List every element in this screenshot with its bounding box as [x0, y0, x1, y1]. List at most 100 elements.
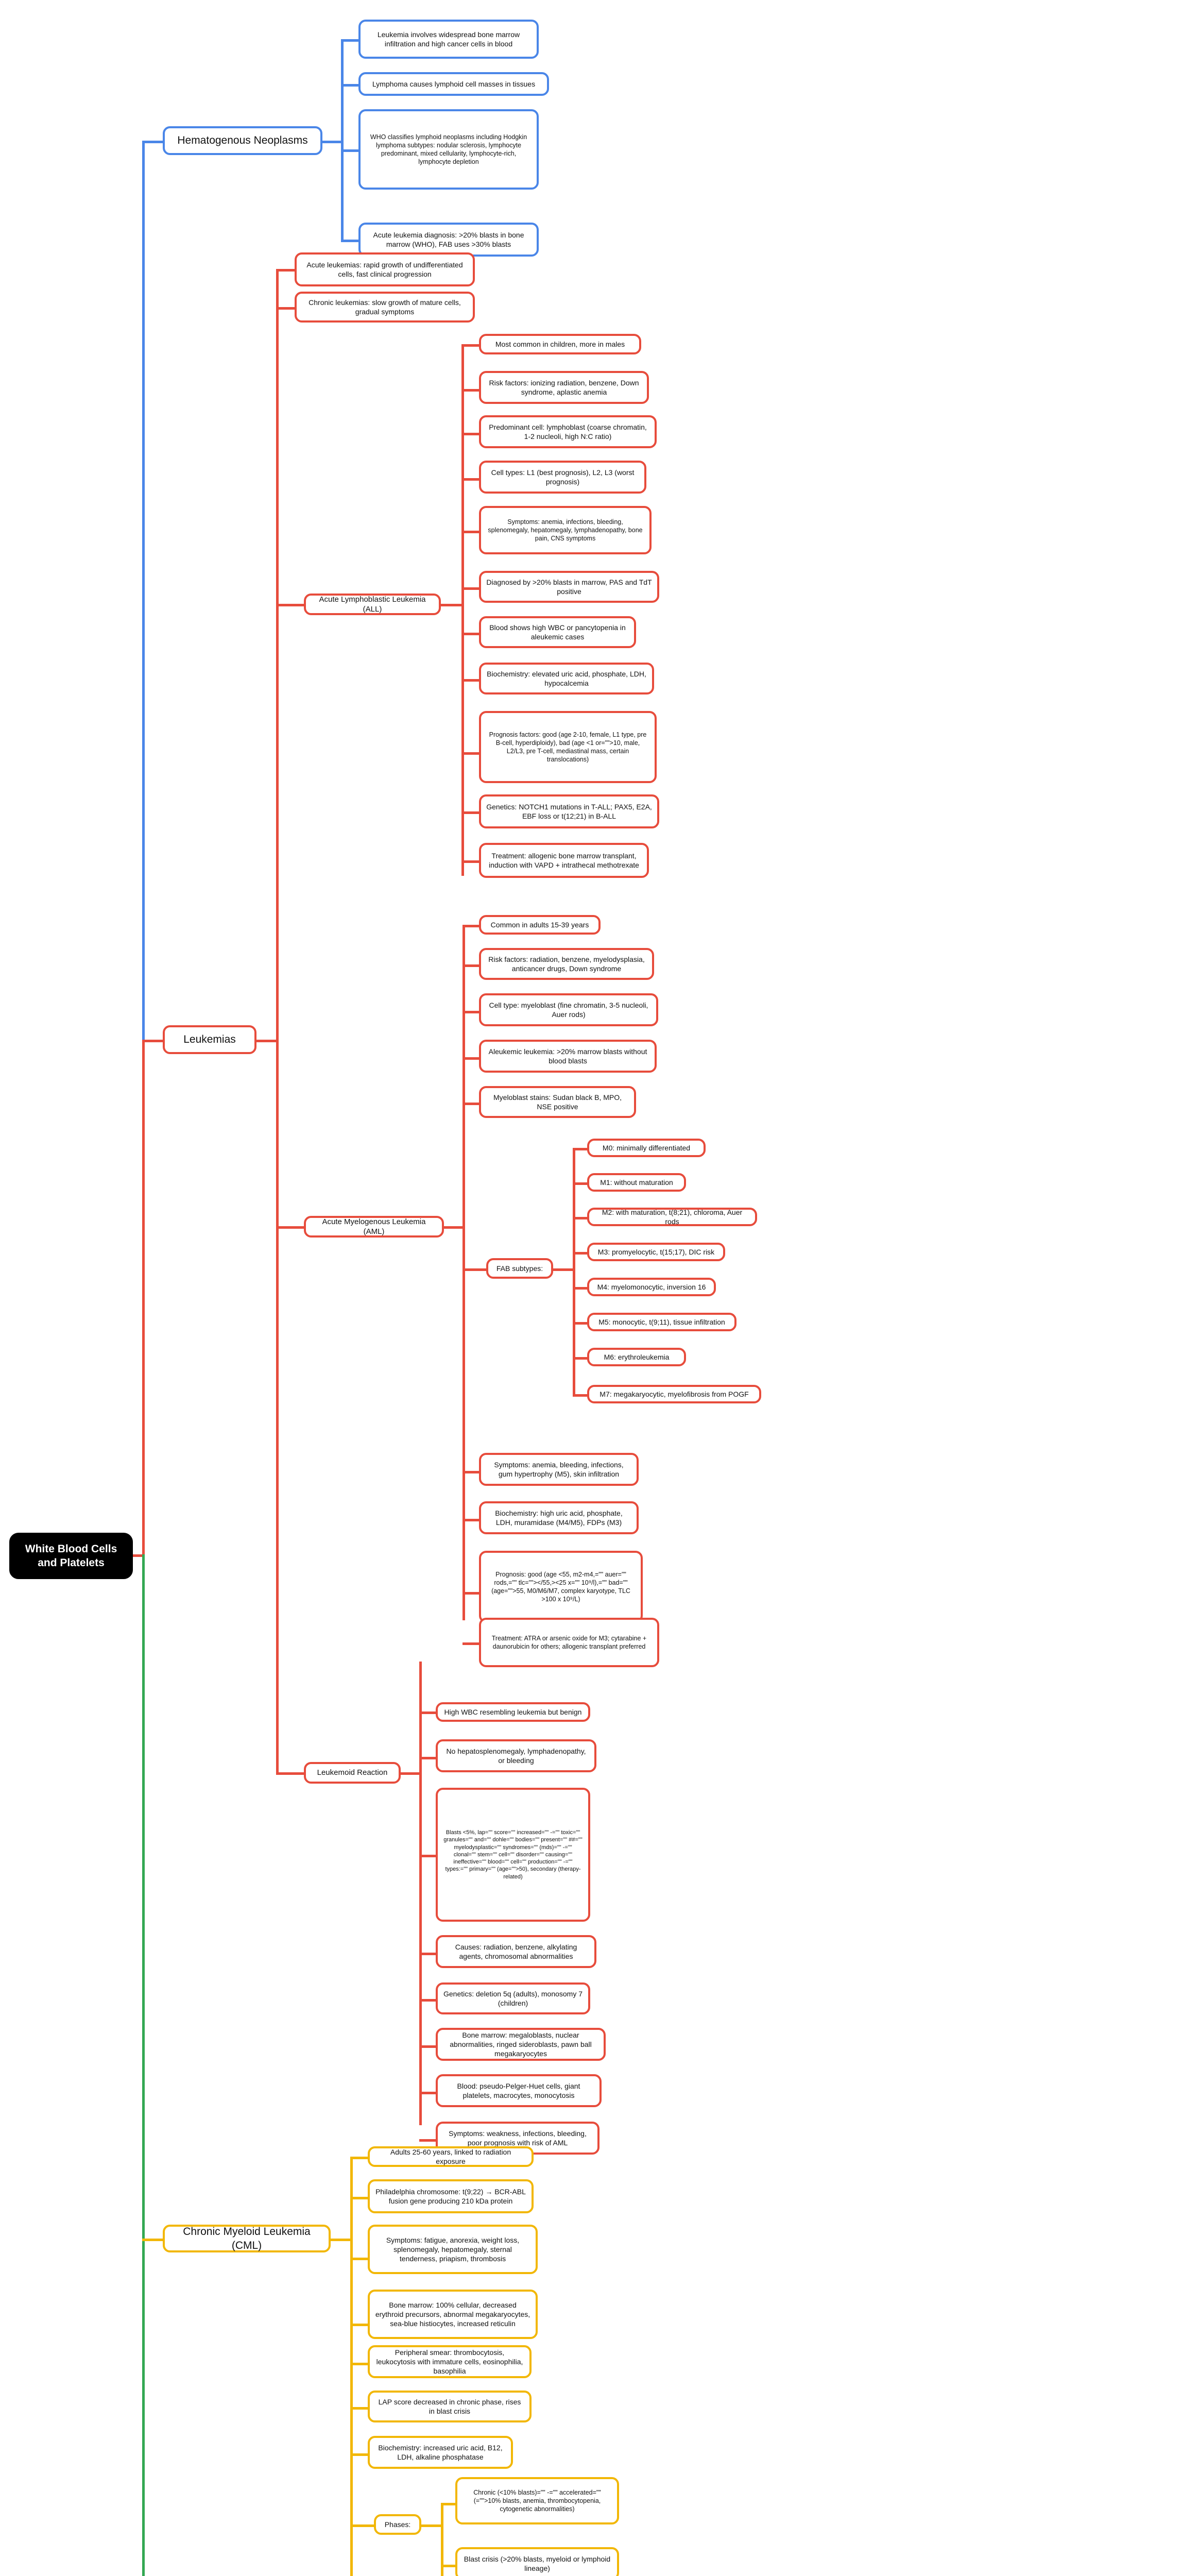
leaf-leukemoid-1[interactable]: No hepatosplenomegaly, lymphadenopathy, … [436, 1739, 596, 1772]
leaf-cml-0[interactable]: Adults 25-60 years, linked to radiation … [368, 2146, 534, 2167]
leaf-blue-0[interactable]: Leukemia involves widespread bone marrow… [358, 20, 539, 59]
leaf-leukemoid-6[interactable]: Blood: pseudo-Pelger-Huet cells, giant p… [436, 2074, 602, 2107]
leaf-cml-4[interactable]: Peripheral smear: thrombocytosis, leukoc… [368, 2345, 532, 2378]
connector-leukemoid-column [419, 1662, 422, 2125]
connector-fab-0 [573, 1148, 589, 1150]
connector-phase-1 [441, 2565, 457, 2567]
connector-cml-2 [350, 2258, 370, 2260]
leaf-aml-6[interactable]: Symptoms: anemia, bleeding, infections, … [479, 1453, 639, 1486]
leaf-aml-4[interactable]: Myeloblast stains: Sudan black B, MPO, N… [479, 1086, 636, 1118]
leaf-cml-3[interactable]: Bone marrow: 100% cellular, decreased er… [368, 2290, 538, 2339]
connector-phases-out [421, 2524, 443, 2527]
leaf-red-1[interactable]: Chronic leukemias: slow growth of mature… [295, 292, 475, 323]
leaf-fab-5[interactable]: M5: monocytic, t(9;11), tissue infiltrat… [587, 1313, 736, 1331]
subgroup-aml[interactable]: Acute Myelogenous Leukemia (AML) [304, 1216, 444, 1238]
connector-all-child-6 [461, 633, 481, 635]
leaf-phase-0[interactable]: Chronic (<10% blasts)="" -="" accelerate… [455, 2477, 619, 2524]
connector-leukemoid-1 [419, 1757, 438, 1759]
connector-leukemoid-7 [419, 2139, 438, 2142]
branch-leukemias[interactable]: Leukemias [163, 1025, 256, 1054]
leaf-all-6[interactable]: Blood shows high WBC or pancytopenia in … [479, 616, 636, 648]
subgroup-leukemoid-reaction[interactable]: Leukemoid Reaction [304, 1762, 401, 1784]
leaf-cml-5[interactable]: LAP score decreased in chronic phase, ri… [368, 2391, 532, 2422]
connector-cml-0 [350, 2157, 370, 2159]
leaf-fab-6[interactable]: M6: erythroleukemia [587, 1348, 686, 1366]
leaf-fab-7[interactable]: M7: megakaryocytic, myelofibrosis from P… [587, 1385, 761, 1403]
leaf-blue-1[interactable]: Lymphoma causes lymphoid cell masses in … [358, 72, 549, 96]
leaf-fab-0[interactable]: M0: minimally differentiated [587, 1139, 706, 1157]
leaf-all-10[interactable]: Treatment: allogenic bone marrow transpl… [479, 843, 649, 878]
connector-blue-child-1 [341, 84, 361, 87]
leaf-all-2[interactable]: Predominant cell: lymphoblast (coarse ch… [479, 415, 657, 448]
leaf-aml-1[interactable]: Risk factors: radiation, benzene, myelod… [479, 948, 654, 980]
connector-red-child-0 [276, 269, 297, 272]
leaf-fab-4[interactable]: M4: myelomonocytic, inversion 16 [587, 1278, 716, 1296]
leaf-all-4[interactable]: Symptoms: anemia, infections, bleeding, … [479, 506, 652, 554]
leaf-aml-0[interactable]: Common in adults 15-39 years [479, 915, 601, 935]
connector-all-child-2 [461, 433, 481, 435]
leaf-fab-3[interactable]: M3: promyelocytic, t(15;17), DIC risk [587, 1243, 725, 1261]
leaf-fab-1[interactable]: M1: without maturation [587, 1173, 686, 1192]
leaf-all-1[interactable]: Risk factors: ionizing radiation, benzen… [479, 371, 649, 404]
leaf-all-8[interactable]: Prognosis factors: good (age 2-10, femal… [479, 711, 657, 783]
leaf-cml-6[interactable]: Biochemistry: increased uric acid, B12, … [368, 2436, 513, 2469]
connector-aml-child-9 [462, 1642, 481, 1645]
leaf-aml-2[interactable]: Cell type: myeloblast (fine chromatin, 3… [479, 993, 658, 1026]
leaf-all-0[interactable]: Most common in children, more in males [479, 334, 641, 354]
connector-cml-7 [350, 2524, 377, 2527]
leaf-leukemoid-0[interactable]: High WBC resembling leukemia but benign [436, 1702, 590, 1722]
leaf-cml-2[interactable]: Symptoms: fatigue, anorexia, weight loss… [368, 2225, 538, 2274]
connector-spine-blue [142, 142, 145, 1556]
node-fab-subtypes[interactable]: FAB subtypes: [486, 1258, 553, 1279]
connector-all-out [441, 604, 464, 606]
leaf-phase-1[interactable]: Blast crisis (>20% blasts, myeloid or ly… [455, 2547, 619, 2576]
connector-leukemias-column-2 [276, 1043, 279, 1775]
connector-cml-3 [350, 2324, 370, 2326]
leaf-aml-8[interactable]: Prognosis: good (age <55, m2-m4,="" auer… [479, 1551, 643, 1623]
leaf-blue-3[interactable]: Acute leukemia diagnosis: >20% blasts in… [358, 223, 539, 257]
connector-leukemoid-5 [419, 2045, 438, 2048]
leaf-leukemoid-7[interactable]: Symptoms: weakness, infections, bleeding… [436, 2122, 599, 2155]
leaf-aml-9[interactable]: Treatment: ATRA or arsenic oxide for M3;… [479, 1618, 659, 1667]
connector-fab-6 [573, 1357, 589, 1360]
leaf-aml-7[interactable]: Biochemistry: high uric acid, phosphate,… [479, 1501, 639, 1534]
connector-aml-out [444, 1226, 465, 1229]
subgroup-all[interactable]: Acute Lymphoblastic Leukemia (ALL) [304, 594, 441, 615]
connector-fab-7 [573, 1394, 589, 1397]
connector-fab-3 [573, 1252, 589, 1255]
leaf-all-3[interactable]: Cell types: L1 (best prognosis), L2, L3 … [479, 461, 646, 494]
connector-leukemoid-6 [419, 2092, 438, 2094]
connector-red-child-1 [276, 307, 297, 310]
connector-cml-out [331, 2239, 352, 2241]
connector-all-child-7 [461, 679, 481, 682]
leaf-blue-2[interactable]: WHO classifies lymphoid neoplasms includ… [358, 109, 539, 190]
root-node[interactable]: White Blood Cells and Platelets [9, 1533, 133, 1579]
leaf-leukemoid-4[interactable]: Genetics: deletion 5q (adults), monosomy… [436, 1982, 590, 2014]
connector-to-aml [276, 1226, 307, 1229]
connector-all-child-9 [461, 811, 481, 814]
leaf-leukemoid-5[interactable]: Bone marrow: megaloblasts, nuclear abnor… [436, 2028, 606, 2061]
leaf-all-9[interactable]: Genetics: NOTCH1 mutations in T-ALL; PAX… [479, 794, 659, 828]
leaf-fab-2[interactable]: M2: with maturation, t(8;21), chloroma, … [587, 1208, 757, 1226]
leaf-all-7[interactable]: Biochemistry: elevated uric acid, phosph… [479, 663, 654, 694]
leaf-leukemoid-3[interactable]: Causes: radiation, benzene, alkylating a… [436, 1935, 596, 1968]
connector-all-column [461, 345, 464, 876]
connector-to-leukemias [142, 1040, 163, 1042]
connector-leukemoid-out [401, 1772, 421, 1775]
leaf-cml-1[interactable]: Philadelphia chromosome: t(9;22) → BCR-A… [368, 2179, 534, 2213]
connector-fab-2 [573, 1217, 589, 1219]
leaf-aml-3[interactable]: Aleukemic leukemia: >20% marrow blasts w… [479, 1040, 657, 1073]
connector-aml-child-3 [462, 1057, 481, 1060]
connector-leukemoid-4 [419, 1999, 438, 2002]
connector-cml-6 [350, 2453, 370, 2456]
branch-cml[interactable]: Chronic Myeloid Leukemia (CML) [163, 2225, 331, 2252]
node-cml-phases[interactable]: Phases: [374, 2514, 421, 2535]
connector-aml-child-7 [462, 1519, 481, 1521]
leaf-leukemoid-2[interactable]: Blasts <5%, lap="" score="" increased=""… [436, 1788, 590, 1922]
leaf-red-0[interactable]: Acute leukemias: rapid growth of undiffe… [295, 252, 475, 286]
connector-phases-column [441, 2504, 443, 2576]
connector-aml-child-1 [462, 964, 481, 967]
branch-hematogenous-neoplasms[interactable]: Hematogenous Neoplasms [163, 126, 322, 155]
leaf-all-5[interactable]: Diagnosed by >20% blasts in marrow, PAS … [479, 571, 659, 603]
